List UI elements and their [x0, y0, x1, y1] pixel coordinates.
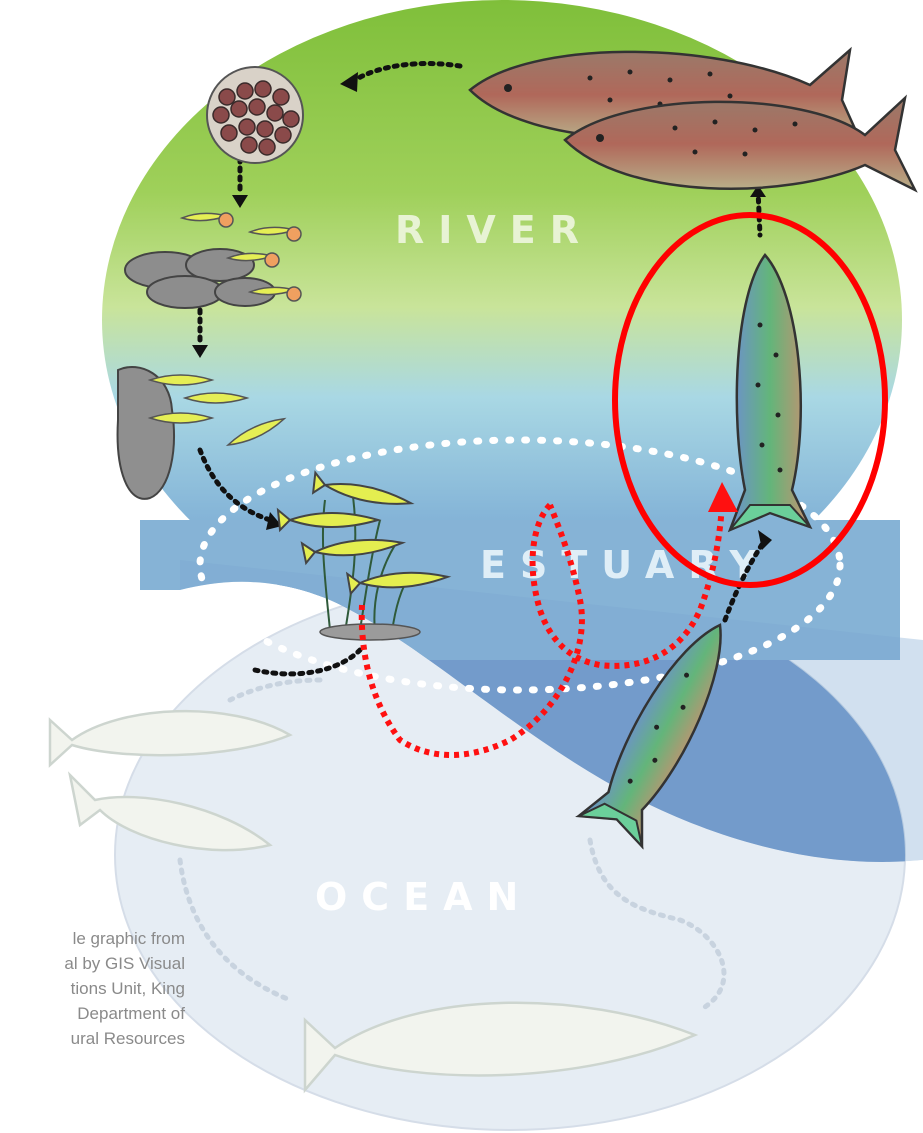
ocean-label: OCEAN	[315, 875, 532, 919]
river-rock	[118, 367, 174, 499]
river-label: RIVER	[395, 208, 593, 252]
caption-line: ural Resources	[0, 1026, 185, 1051]
caption-line: Department of	[0, 1001, 185, 1026]
egg-cluster-icon	[207, 67, 303, 163]
estuary-rocks	[320, 624, 420, 640]
image-credit-caption: le graphic from al by GIS Visual tions U…	[0, 926, 185, 1051]
caption-line: tions Unit, King	[0, 976, 185, 1001]
caption-line: le graphic from	[0, 926, 185, 951]
caption-line: al by GIS Visual	[0, 951, 185, 976]
